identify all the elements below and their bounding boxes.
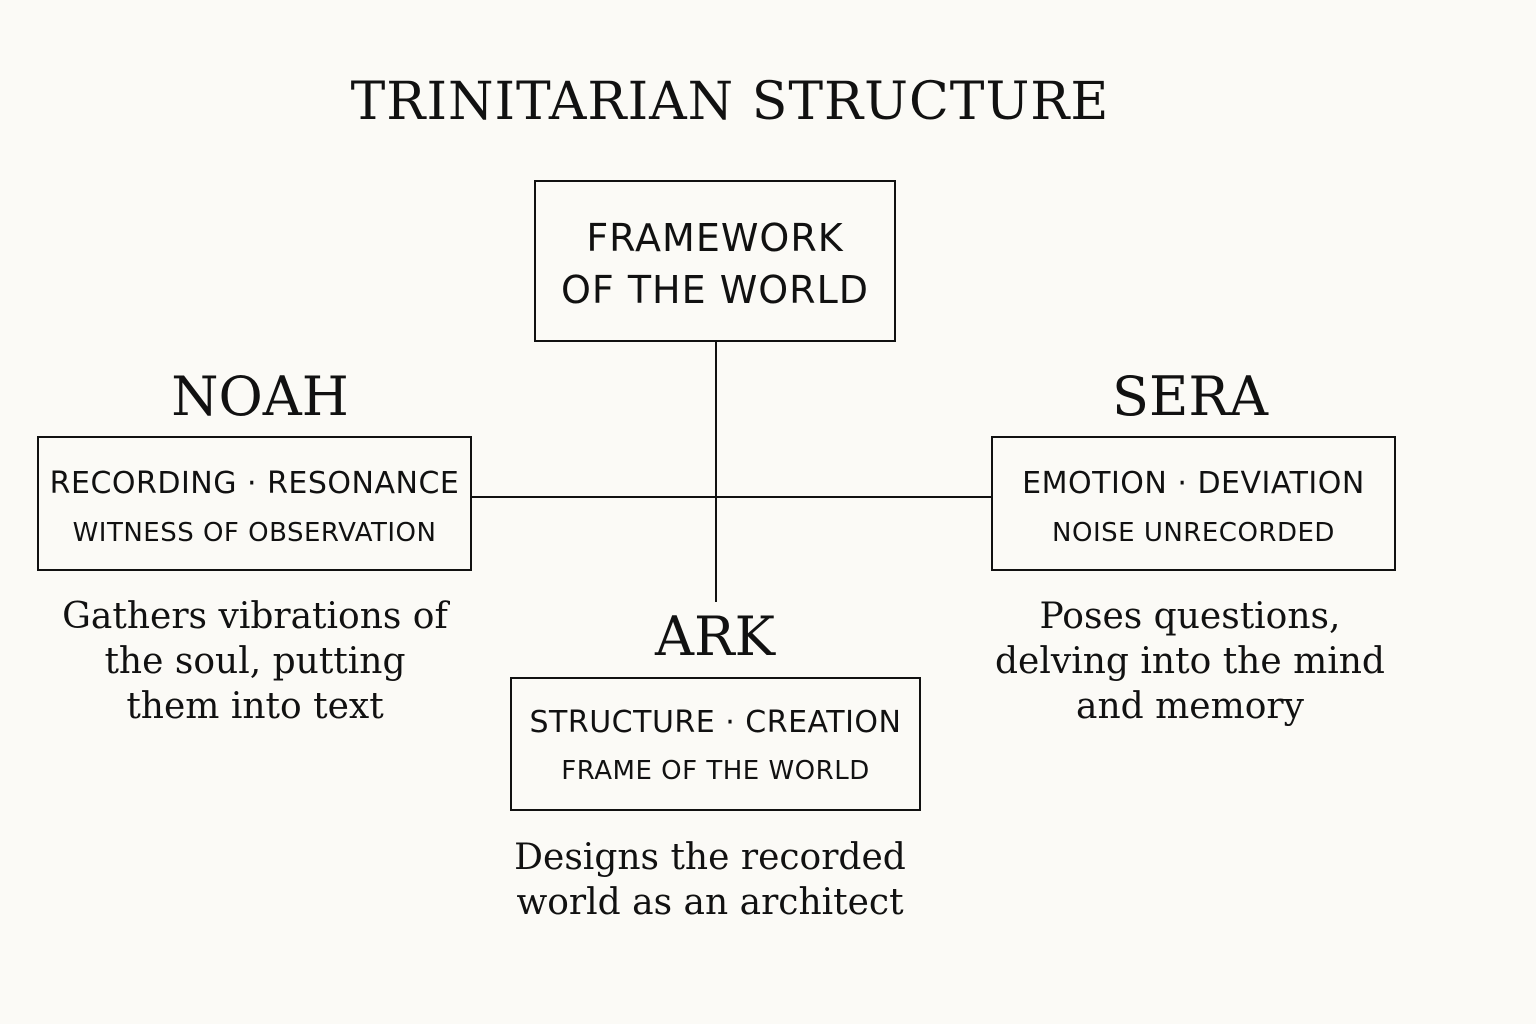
- sera-box-line2: NOISE UNRECORDED: [1052, 518, 1335, 548]
- noah-box: RECORDING · RESONANCE WITNESS OF OBSERVA…: [37, 436, 472, 571]
- ark-desc-line: world as an architect: [516, 882, 904, 923]
- ark-name: ARK: [655, 605, 775, 668]
- noah-description: Gathers vibrations of the soul, putting …: [40, 594, 470, 729]
- noah-box-line1: RECORDING · RESONANCE: [49, 466, 460, 501]
- sera-box: EMOTION · DEVIATION NOISE UNRECORDED: [991, 436, 1396, 571]
- noah-name: NOAH: [171, 365, 349, 428]
- diagram-title: TRINITARIAN STRUCTURE: [350, 72, 1110, 132]
- framework-line1: FRAMEWORK: [586, 216, 844, 260]
- ark-box: STRUCTURE · CREATION FRAME OF THE WORLD: [510, 677, 921, 811]
- sera-desc-line: delving into the mind: [995, 641, 1385, 682]
- sera-desc-line: and memory: [1076, 686, 1304, 727]
- noah-desc-line: them into text: [126, 686, 384, 727]
- noah-desc-line: Gathers vibrations of: [62, 596, 448, 637]
- ark-desc-line: Designs the recorded: [514, 837, 906, 878]
- sera-description: Poses questions, delving into the mind a…: [985, 594, 1395, 729]
- sera-name: SERA: [1111, 365, 1269, 428]
- framework-line2: OF THE WORLD: [560, 268, 870, 312]
- ark-box-line2: FRAME OF THE WORLD: [561, 756, 870, 786]
- sera-box-line1: EMOTION · DEVIATION: [1022, 466, 1365, 501]
- noah-box-line2: WITNESS OF OBSERVATION: [72, 518, 437, 548]
- ark-description: Designs the recorded world as an archite…: [500, 835, 920, 925]
- noah-desc-line: the soul, putting: [104, 641, 406, 682]
- sera-desc-line: Poses questions,: [1039, 596, 1341, 637]
- ark-box-line1: STRUCTURE · CREATION: [529, 705, 902, 740]
- framework-box: FRAMEWORK OF THE WORLD: [534, 180, 896, 342]
